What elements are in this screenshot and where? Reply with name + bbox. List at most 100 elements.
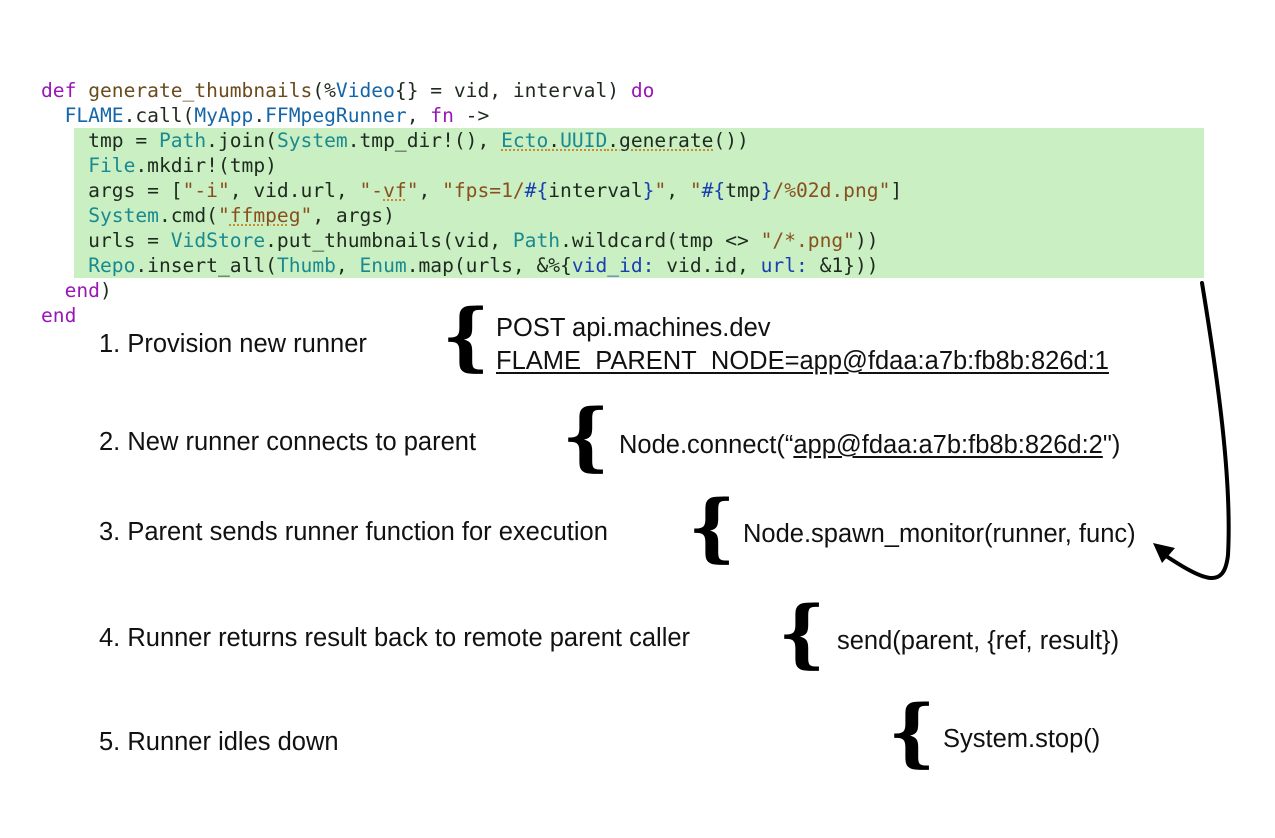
code-token: "/*.png": [760, 229, 855, 252]
code-token: tmp =: [41, 129, 159, 152]
brace-icon: {: [562, 394, 610, 480]
code-token: ": [406, 179, 419, 202]
code-token: &1})): [807, 254, 879, 277]
code-line: end: [41, 303, 902, 328]
brace-icon: {: [778, 591, 826, 677]
code-token: ,: [406, 104, 431, 127]
code-token: MyApp: [194, 104, 254, 127]
code-token: .put_thumbnails(vid,: [265, 229, 513, 252]
code-line: FLAME.call(MyApp.FFMpegRunner, fn ->: [41, 103, 902, 128]
code-token: .: [548, 129, 561, 152]
code-token: end: [41, 304, 77, 327]
code-token: #{: [701, 179, 726, 202]
code-token: args = [: [41, 179, 183, 202]
code-token: ": [654, 179, 667, 202]
brace-icon: {: [688, 485, 736, 571]
code-highlight-region: [74, 128, 1204, 278]
code-token: System: [276, 129, 348, 152]
code-token: ()): [713, 129, 749, 152]
code-token: .wildcard(tmp <>: [560, 229, 761, 252]
code-token: "-i": [182, 179, 230, 202]
code-token: .join(: [206, 129, 277, 152]
code-token: VidStore: [170, 229, 266, 252]
code-token: end: [64, 279, 100, 302]
code-token: }: [642, 179, 655, 202]
code-token: /%02d.png": [772, 179, 891, 202]
step-3-detail: Node.spawn_monitor(runner, func): [743, 520, 1136, 548]
code-token: Thumb: [276, 254, 336, 277]
code-token: File: [88, 154, 136, 177]
curved-arrow-icon: [1158, 281, 1231, 581]
code-token: UUID: [560, 129, 608, 152]
brace-icon: {: [888, 690, 936, 776]
code-token: vf: [383, 179, 407, 202]
code-token: .tmp_dir!(),: [347, 129, 502, 152]
step-2-prefix: Node.connect(“: [619, 431, 794, 459]
code-token: Video: [335, 79, 395, 102]
code-line: args = ["-i", vid.url, "-vf", "fps=1/#{i…: [41, 178, 902, 203]
step-1-detail: POST api.machines.dev FLAME_PARENT_NODE=…: [496, 312, 1109, 378]
code-token: url:: [760, 254, 808, 277]
code-token: interval: [548, 179, 643, 202]
code-token: urls =: [41, 229, 171, 252]
code-token: fn: [430, 104, 454, 127]
code-token: , vid.url,: [229, 179, 360, 202]
step-3-label: 3. Parent sends runner function for exec…: [99, 518, 608, 546]
code-token: FFMpegRunner: [265, 104, 407, 127]
code-token: Path: [158, 129, 207, 152]
step-2-label: 2. New runner connects to parent: [99, 428, 477, 456]
code-token: ]: [890, 179, 903, 202]
code-token: }: [760, 179, 773, 202]
step-1-label: 1. Provision new runner: [99, 330, 367, 358]
code-token: .: [253, 104, 266, 127]
code-token: Ecto: [501, 129, 549, 152]
code-token: ": [217, 204, 230, 227]
code-line: def generate_thumbnails(%Video{} = vid, …: [41, 78, 902, 103]
code-token: tmp: [725, 179, 761, 202]
code-line: Repo.insert_all(Thumb, Enum.map(urls, &%…: [41, 253, 902, 278]
code-token: .generate: [607, 129, 714, 152]
code-token: Enum: [359, 254, 407, 277]
code-token: #{: [524, 179, 549, 202]
code-line: System.cmd("ffmpeg", args): [41, 203, 902, 228]
code-token: (%: [312, 79, 336, 102]
code-token: ffmpeg: [229, 204, 301, 227]
code-token: .map(urls, &%{: [406, 254, 572, 277]
step-1-request: POST api.machines.dev: [496, 314, 771, 342]
brace-icon: {: [442, 294, 490, 380]
code-token: ): [99, 279, 112, 302]
code-token: ,: [335, 254, 360, 277]
step-5-label: 5. Runner idles down: [99, 728, 339, 756]
code-token: .call(: [123, 104, 195, 127]
code-token: do: [630, 79, 655, 102]
code-token: System: [88, 204, 159, 227]
code-line: tmp = Path.join(System.tmp_dir!(), Ecto.…: [41, 128, 902, 153]
code-token: , args): [312, 204, 395, 227]
code-token: ": [689, 179, 702, 202]
code-token: ,: [418, 179, 443, 202]
code-token: "fps=1/: [442, 179, 525, 202]
code-line: File.mkdir!(tmp): [41, 153, 902, 178]
step-2-suffix: "): [1102, 431, 1121, 459]
step-5-detail: System.stop(): [943, 725, 1101, 753]
step-2-node-link[interactable]: app@fdaa:a7b:fb8b:826d:2: [793, 431, 1103, 459]
step-2-detail: Node.connect(“app@fdaa:a7b:fb8b:826d:2"): [619, 429, 1120, 462]
code-token: ,: [666, 179, 690, 202]
code-token: vid_id:: [571, 254, 655, 277]
code-token: vid.id,: [654, 254, 761, 277]
code-token: .insert_all(: [135, 254, 277, 277]
code-token: FLAME: [64, 104, 124, 127]
code-block: def generate_thumbnails(%Video{} = vid, …: [41, 78, 902, 328]
code-token: "-: [359, 179, 384, 202]
code-token: generate_thumbnails: [88, 79, 313, 102]
code-token: )): [854, 229, 879, 252]
code-token: {} = vid, interval): [394, 79, 631, 102]
code-token: ->: [453, 104, 490, 127]
code-token: ": [300, 204, 313, 227]
arrowhead-icon: [1153, 543, 1175, 563]
step-1-parent-node[interactable]: FLAME_PARENT_NODE=app@fdaa:a7b:fb8b:826d…: [496, 347, 1109, 375]
step-4-detail: send(parent, {ref, result}): [837, 627, 1120, 655]
code-token: def: [41, 79, 77, 102]
code-line: end): [41, 278, 902, 303]
